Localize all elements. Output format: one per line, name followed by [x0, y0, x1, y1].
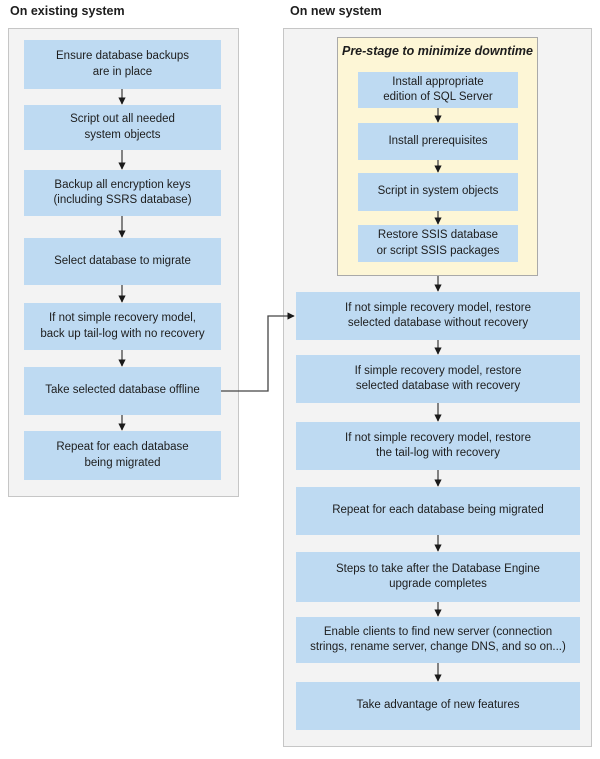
existing-step-script-objects: Script out all needed system objects: [24, 105, 221, 150]
prestage-step-restore-ssis: Restore SSIS database or script SSIS pac…: [358, 225, 518, 262]
existing-step-repeat: Repeat for each database being migrated: [24, 431, 221, 480]
new-system-title: On new system: [290, 4, 382, 18]
new-step-restore-without-recovery: If not simple recovery model, restore se…: [296, 292, 580, 340]
new-step-repeat: Repeat for each database being migrated: [296, 487, 580, 535]
existing-step-take-offline: Take selected database offline: [24, 367, 221, 415]
new-step-enable-clients: Enable clients to find new server (conne…: [296, 617, 580, 663]
existing-step-taillog-backup: If not simple recovery model, back up ta…: [24, 303, 221, 350]
existing-step-ensure-backups: Ensure database backups are in place: [24, 40, 221, 89]
new-step-restore-with-recovery: If simple recovery model, restore select…: [296, 355, 580, 403]
prestage-step-prerequisites: Install prerequisites: [358, 123, 518, 160]
prestage-step-script-objects: Script in system objects: [358, 173, 518, 211]
prestage-step-install-sql: Install appropriate edition of SQL Serve…: [358, 72, 518, 108]
new-step-new-features: Take advantage of new features: [296, 682, 580, 730]
existing-step-backup-keys: Backup all encryption keys (including SS…: [24, 170, 221, 216]
prestage-title: Pre-stage to minimize downtime: [341, 44, 533, 58]
new-step-post-upgrade: Steps to take after the Database Engine …: [296, 552, 580, 602]
existing-system-title: On existing system: [10, 4, 125, 18]
existing-step-select-database: Select database to migrate: [24, 238, 221, 285]
new-step-restore-taillog: If not simple recovery model, restore th…: [296, 422, 580, 470]
